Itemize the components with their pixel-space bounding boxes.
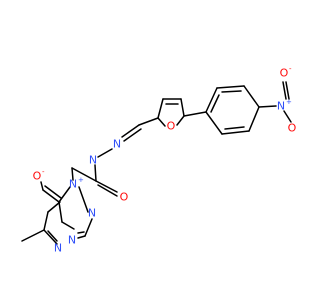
atom-labels: O - N + O O N N O O - N + N N N [33,65,297,255]
bond [77,231,85,234]
bond [243,85,260,108]
furan-oxygen: O [167,120,176,133]
bond [183,111,207,117]
bond [71,167,74,181]
bond [282,81,287,100]
oxido-oxygen: O [33,170,42,183]
bond [95,180,118,193]
amide-oxygen: O [120,191,129,204]
bond [58,186,71,203]
nitro-oxygen-top: O [280,67,289,80]
bond [43,211,49,231]
bond [77,235,86,239]
molecule-structure-diagram: O - N + O O N N O O - N + N N N [21,65,297,255]
bond [283,110,292,123]
bond-lines [21,81,292,245]
bond [71,167,97,182]
bond [123,128,142,142]
bond [94,164,97,182]
bond [258,105,277,108]
bond [285,81,290,100]
bond [157,98,164,119]
pyridazine-nitrogen: N [54,242,62,255]
triazole-nitrogen-right: N [88,207,96,220]
bond [205,111,223,135]
bond [180,98,185,117]
triazolium-nitrogen-charge: + [78,176,84,184]
hydrazone-nitrogen-2: N [89,154,97,167]
bond [176,115,185,126]
bond [58,201,63,223]
bond [221,90,242,93]
bond [47,201,61,213]
bond [97,148,113,158]
bond [47,230,58,242]
nitro-oxygen-low: O [288,122,297,135]
bond [43,229,58,245]
bond [221,130,250,135]
bond [224,126,245,130]
bond [84,218,93,237]
bond [61,221,75,230]
bond [78,186,89,213]
bond [97,184,118,197]
bond [210,94,220,113]
oxido-oxygen-charge: - [42,168,45,176]
bond [157,117,166,127]
bond [248,106,260,132]
hydrazone-nitrogen-1: N [113,138,121,151]
nitro-oxygen-top-charge: - [289,65,292,73]
bond [205,87,218,113]
bond [44,185,62,199]
triazolium-nitrogen: N [69,178,77,191]
nitro-nitrogen-charge: + [286,98,292,106]
bond [216,85,245,89]
bond [21,229,45,242]
triazole-nitrogen-bottom: N [68,234,76,247]
bond [138,117,159,126]
bond [40,181,44,191]
bond [121,124,140,138]
nitro-nitrogen: N [277,100,285,113]
bond [42,189,60,203]
